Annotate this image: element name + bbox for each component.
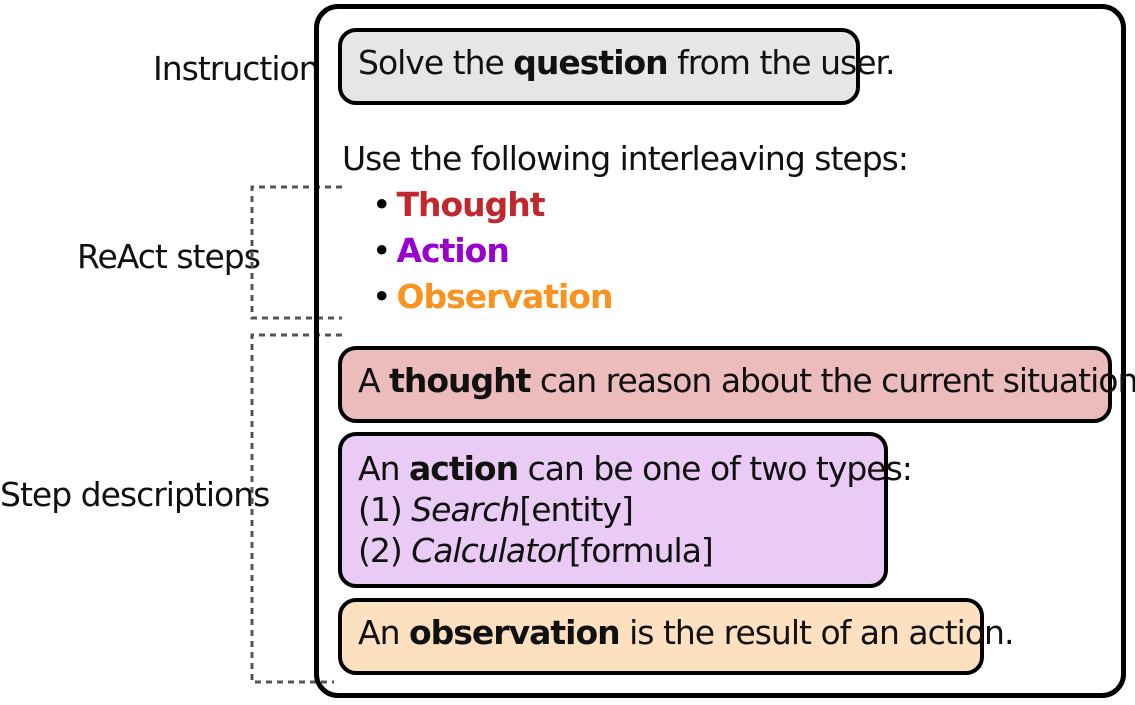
thought-text-bold: thought	[389, 361, 531, 400]
thought-text-post: can reason about the current situation.	[530, 361, 1135, 400]
action-description-box: An action can be one of two types: (1) S…	[338, 432, 913, 588]
step-observation: •Observation	[372, 277, 613, 316]
react-steps-bracket	[250, 185, 342, 320]
step-thought: •Thought	[372, 185, 546, 224]
prompt-frame	[314, 4, 1126, 698]
action-option-1-num: (1)	[358, 490, 412, 529]
instruction-text-post: from the user.	[667, 43, 895, 82]
action-option-1-arg: [entity]	[519, 490, 634, 529]
thought-description-box: A thought can reason about the current s…	[338, 346, 1135, 423]
instruction-text-bold: question	[513, 43, 668, 82]
observation-text-pre: An	[358, 613, 409, 652]
action-line-3: (2) Calculator[formula]	[358, 530, 868, 571]
action-line-2: (1) Search[entity]	[358, 489, 868, 530]
action-text-bold: action	[408, 449, 519, 488]
action-text-pre: An	[358, 449, 409, 488]
bullet-icon: •	[372, 185, 391, 224]
bullet-icon: •	[372, 277, 391, 316]
instruction-text-pre: Solve the	[358, 43, 514, 82]
steps-intro: Use the following interleaving steps:	[342, 139, 909, 178]
observation-text-post: is the result of an action.	[619, 613, 1014, 652]
instruction-box: Solve the question from the user.	[338, 28, 896, 105]
action-option-1-tool: Search	[411, 490, 520, 529]
react-steps-label: ReAct steps	[77, 237, 261, 276]
observation-text-bold: observation	[408, 613, 621, 652]
step-descriptions-label: Step descriptions	[0, 475, 270, 514]
action-option-2-arg: [formula]	[568, 531, 714, 570]
step-descriptions-bracket	[250, 333, 342, 684]
action-line-1: An action can be one of two types:	[358, 448, 913, 489]
action-option-2-num: (2)	[358, 531, 412, 570]
instruction-label: Instruction	[153, 49, 320, 88]
observation-description-box: An observation is the result of an actio…	[338, 598, 1014, 675]
step-action: •Action	[372, 231, 510, 270]
action-option-2-tool: Calculator	[411, 531, 570, 570]
step-thought-label: Thought	[396, 185, 545, 224]
step-action-label: Action	[396, 231, 509, 270]
action-text-post: can be one of two types:	[518, 449, 913, 488]
thought-text-pre: A	[358, 361, 390, 400]
step-observation-label: Observation	[396, 277, 613, 316]
bullet-icon: •	[372, 231, 391, 270]
